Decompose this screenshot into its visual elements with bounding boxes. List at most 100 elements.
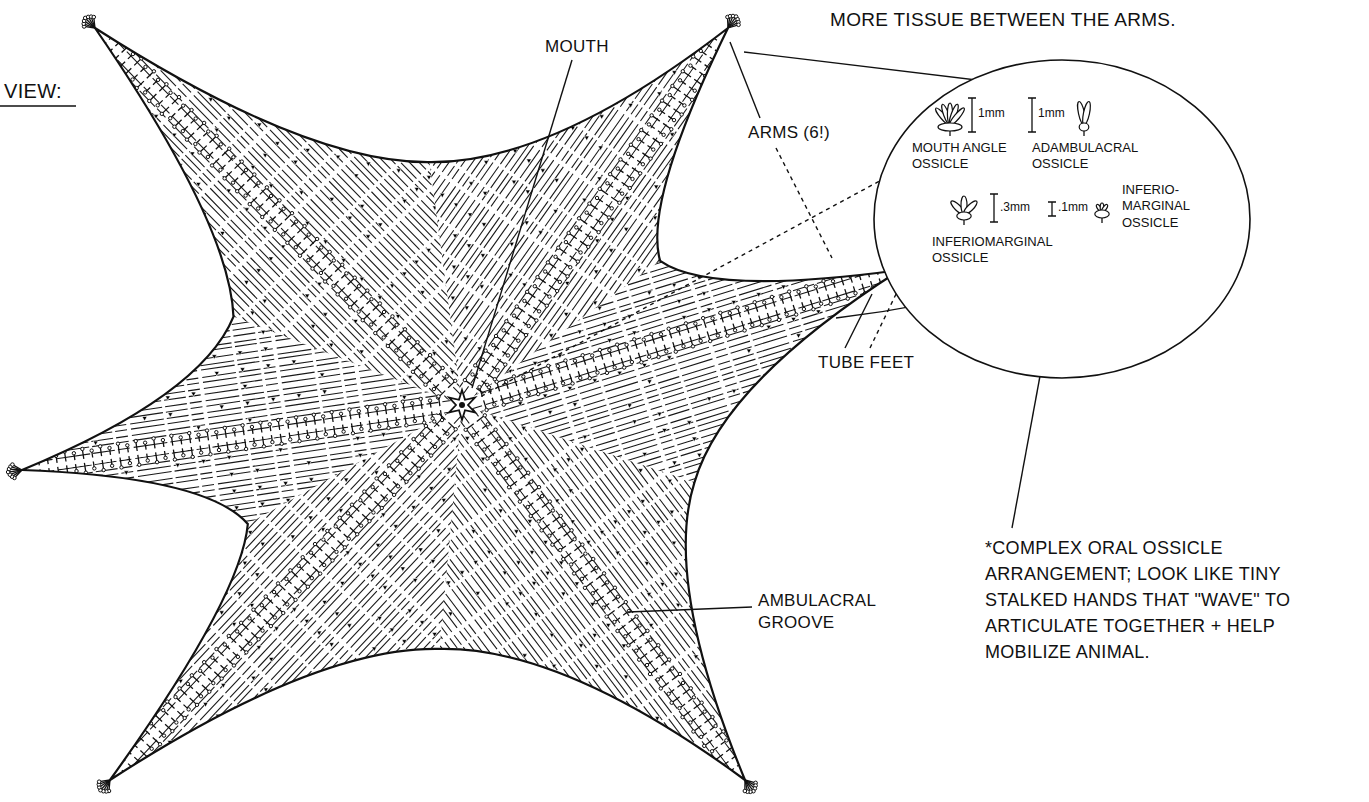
tube-foot-tip — [27, 455, 30, 458]
tube-foot-tip — [514, 348, 517, 351]
tube-foot-tip — [248, 617, 251, 620]
tube-foot-tip — [366, 405, 369, 408]
tube-foot-tip — [244, 168, 247, 171]
tube-foot-tip — [369, 323, 372, 326]
tube-foot-tip — [179, 436, 182, 439]
tube-foot-tip — [728, 311, 731, 314]
tube-foot-tip — [442, 441, 445, 444]
tube-foot-tip — [658, 108, 661, 111]
tube-foot-tip — [547, 364, 550, 367]
tube-foot-tip — [223, 177, 226, 180]
tube-foot-tip — [209, 453, 212, 456]
tube-foot-tip — [719, 311, 722, 314]
tube-foot-tip — [672, 118, 675, 121]
tube-foot-tip — [321, 415, 324, 418]
tube-foot-tip — [211, 656, 214, 659]
tube-foot-tip — [721, 54, 724, 57]
tube-foot-tip — [165, 83, 168, 86]
tube-foot-tip — [613, 366, 616, 369]
tube-foot-tip — [282, 233, 285, 236]
tube-foot-tip — [544, 387, 547, 390]
tube-feet-fan — [726, 14, 741, 28]
tube-foot-tip — [161, 438, 164, 441]
tube-foot-tip — [384, 498, 387, 501]
ossicle-label: INFERIO-MARGINAL OSSICLE — [1122, 182, 1214, 231]
tube-feet — [480, 265, 890, 410]
tube-foot-tip — [495, 380, 498, 383]
tube-foot-tip — [282, 207, 285, 210]
tube-foot-tip — [98, 445, 101, 448]
tube-foot-tip — [112, 761, 115, 764]
tube-foot-tip — [638, 624, 641, 627]
tube-foot-tip — [223, 426, 226, 429]
tube-foot-tip — [383, 472, 386, 475]
tube-foot-tip — [536, 275, 539, 278]
ossicle-label: MOUTH ANGLE OSSICLE — [912, 140, 1030, 173]
tube-foot-tip — [97, 780, 101, 784]
tube-foot-tip — [527, 324, 530, 327]
tube-foot-tip — [652, 148, 655, 151]
tube-foot-tip — [332, 259, 335, 262]
tube-foot-tip — [602, 606, 605, 609]
tube-foot-tip — [527, 471, 530, 474]
tube-foot-tip — [253, 443, 256, 446]
tube-foot-tip — [681, 681, 684, 684]
tube-foot-tip — [684, 322, 687, 325]
tube-foot-tip — [681, 715, 684, 718]
tube-foot-tip — [359, 524, 362, 527]
tube-foot-tip — [272, 590, 275, 593]
tube-foot-tip — [559, 548, 562, 551]
tube-foot-tip — [236, 655, 239, 658]
tube-foot-tip — [711, 69, 714, 72]
tube-foot-tip — [762, 301, 765, 304]
tube-foot-tip — [481, 358, 484, 361]
view-heading: VIEW: — [4, 78, 62, 104]
tube-foot-tip — [277, 418, 280, 421]
tube-foot-tip — [408, 446, 411, 449]
tube-foot-tip — [215, 647, 218, 650]
tube-foot-tip — [268, 423, 271, 426]
tube-foot-tip — [866, 269, 869, 272]
tube-foot-tip — [128, 461, 131, 464]
tube-foot-tip — [420, 374, 423, 377]
tubercle-marks — [0, 228, 655, 802]
tube-foot-tip — [579, 251, 582, 254]
tube-foot-tip — [202, 121, 205, 124]
tube-foot-tip — [351, 432, 354, 435]
dimension-bar — [990, 194, 998, 222]
tube-foot-tip — [311, 267, 314, 270]
tube-foot-tip — [175, 721, 178, 724]
tube-foot-tip — [689, 64, 692, 67]
leader-line — [628, 607, 752, 612]
tube-foot-tip — [244, 194, 247, 197]
tube-foot-tip — [797, 290, 800, 293]
tube-foot-tip — [631, 177, 634, 180]
tubercle-marks — [248, 263, 1059, 802]
tube-foot-tip — [152, 437, 155, 440]
tube-foot-tip — [880, 286, 883, 289]
tube-foot-tip — [507, 486, 510, 489]
tube-foot-tip — [602, 572, 605, 575]
tube-foot-tip — [505, 442, 508, 445]
tube-foot-tip — [483, 414, 486, 417]
tube-foot-tip — [313, 542, 316, 545]
tube-foot-tip — [616, 167, 619, 170]
tube-foot-tip — [760, 323, 763, 326]
tube-foot-tip — [298, 439, 301, 442]
tube-foot-tip — [298, 590, 301, 593]
tube-foot-tip — [441, 366, 444, 369]
tube-foot-tip — [307, 258, 310, 261]
tube-foot-tip — [357, 285, 360, 288]
tube-foot-tip — [670, 667, 673, 670]
tube-foot-tip — [693, 89, 696, 92]
tube-foot-tip — [620, 192, 623, 195]
tube-foot-tip — [475, 442, 478, 445]
tube-foot-tip — [732, 778, 735, 781]
tube-foot-tip — [523, 299, 526, 302]
tube-foot-tip — [618, 201, 621, 204]
tube-foot-tip — [608, 348, 611, 351]
tube-foot-tip — [694, 322, 697, 325]
tube-foot-tip — [347, 537, 350, 540]
tube-foot-tip — [665, 350, 668, 353]
